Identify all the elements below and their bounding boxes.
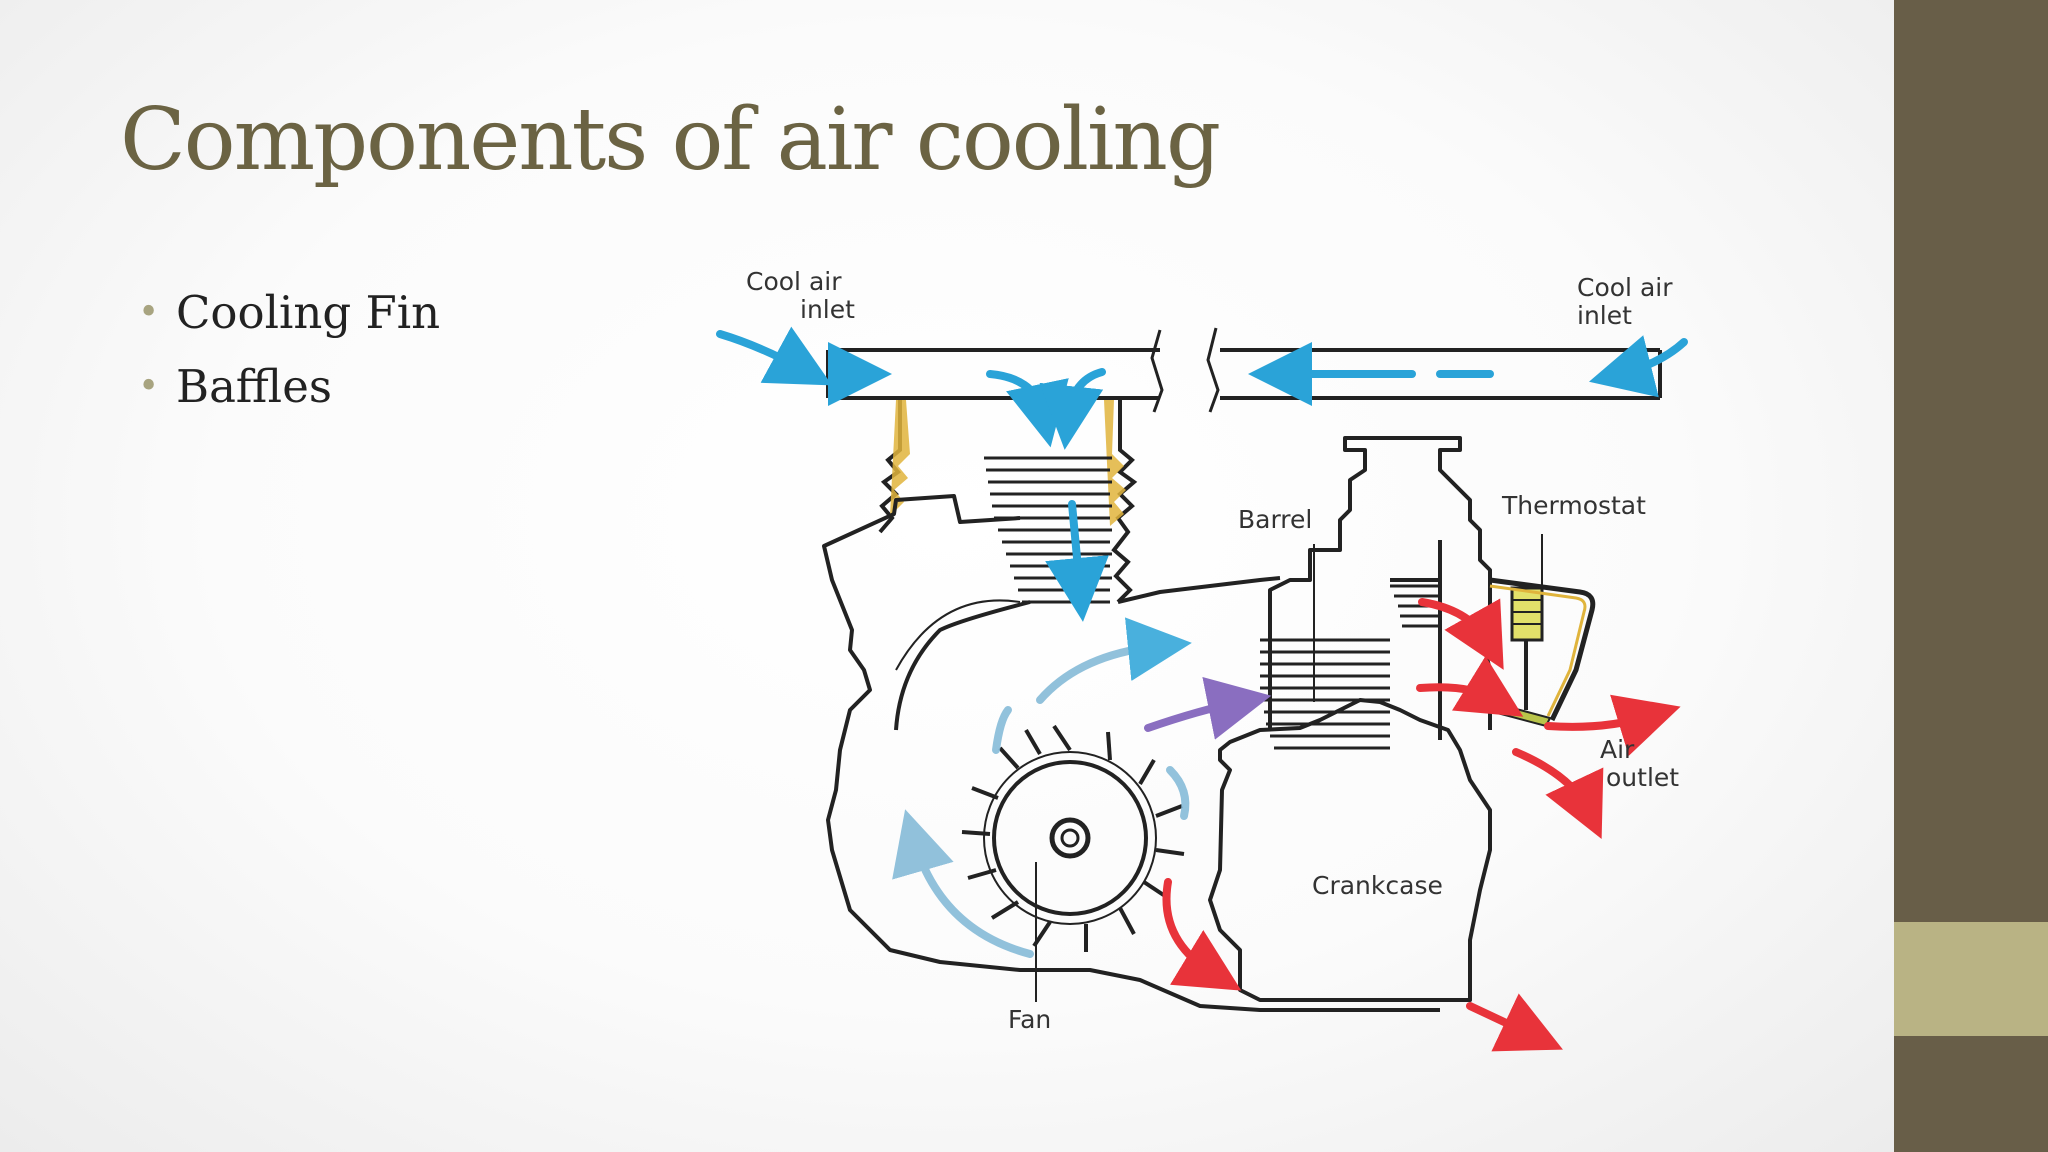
label-cool-air-inlet-left: Cool air [746, 267, 842, 296]
cylinder-cooling-fins [984, 456, 1112, 604]
label-cool-air-inlet-right: Cool air [1577, 273, 1673, 302]
slide-background [0, 0, 1894, 1152]
label-thermostat: Thermostat [1501, 491, 1646, 520]
bullet-text: Baffles [176, 360, 332, 413]
bullet-item: • Cooling Fin [138, 276, 440, 350]
barrel-cooling-fins [1260, 584, 1440, 750]
baffle-left [890, 400, 910, 516]
bullet-dot-icon: • [138, 366, 160, 407]
inlet-duct [826, 327, 1662, 604]
label-fan: Fan [1008, 1005, 1051, 1034]
bullet-text: Cooling Fin [176, 286, 441, 339]
label-leader-lines [1035, 534, 1543, 1002]
bullet-dot-icon: • [138, 292, 160, 333]
label-air-outlet-line2: outlet [1606, 763, 1679, 792]
engine-housing [822, 436, 1492, 1012]
label-barrel: Barrel [1238, 505, 1312, 534]
fan [961, 724, 1185, 952]
fan-air-flow [892, 617, 1192, 958]
label-cool-air-inlet-right-line2: inlet [1577, 301, 1632, 330]
bullet-list: • Cooling Fin • Baffles [138, 276, 440, 424]
slide-title: Components of air cooling [120, 90, 1221, 190]
label-cool-air-inlet-left-line2: inlet [800, 295, 855, 324]
label-air-outlet: Air [1600, 735, 1635, 764]
cool-air-flow [716, 326, 1688, 622]
label-crankcase: Crankcase [1312, 871, 1443, 900]
hot-air-flow [1144, 598, 1681, 1052]
thermostat-device [1484, 577, 1596, 728]
air-cooling-diagram: Cool air inlet Cool air inlet Barrel The… [716, 267, 1688, 1052]
sidebar-accent-bar [1894, 922, 2048, 1036]
bullet-item: • Baffles [138, 350, 440, 424]
